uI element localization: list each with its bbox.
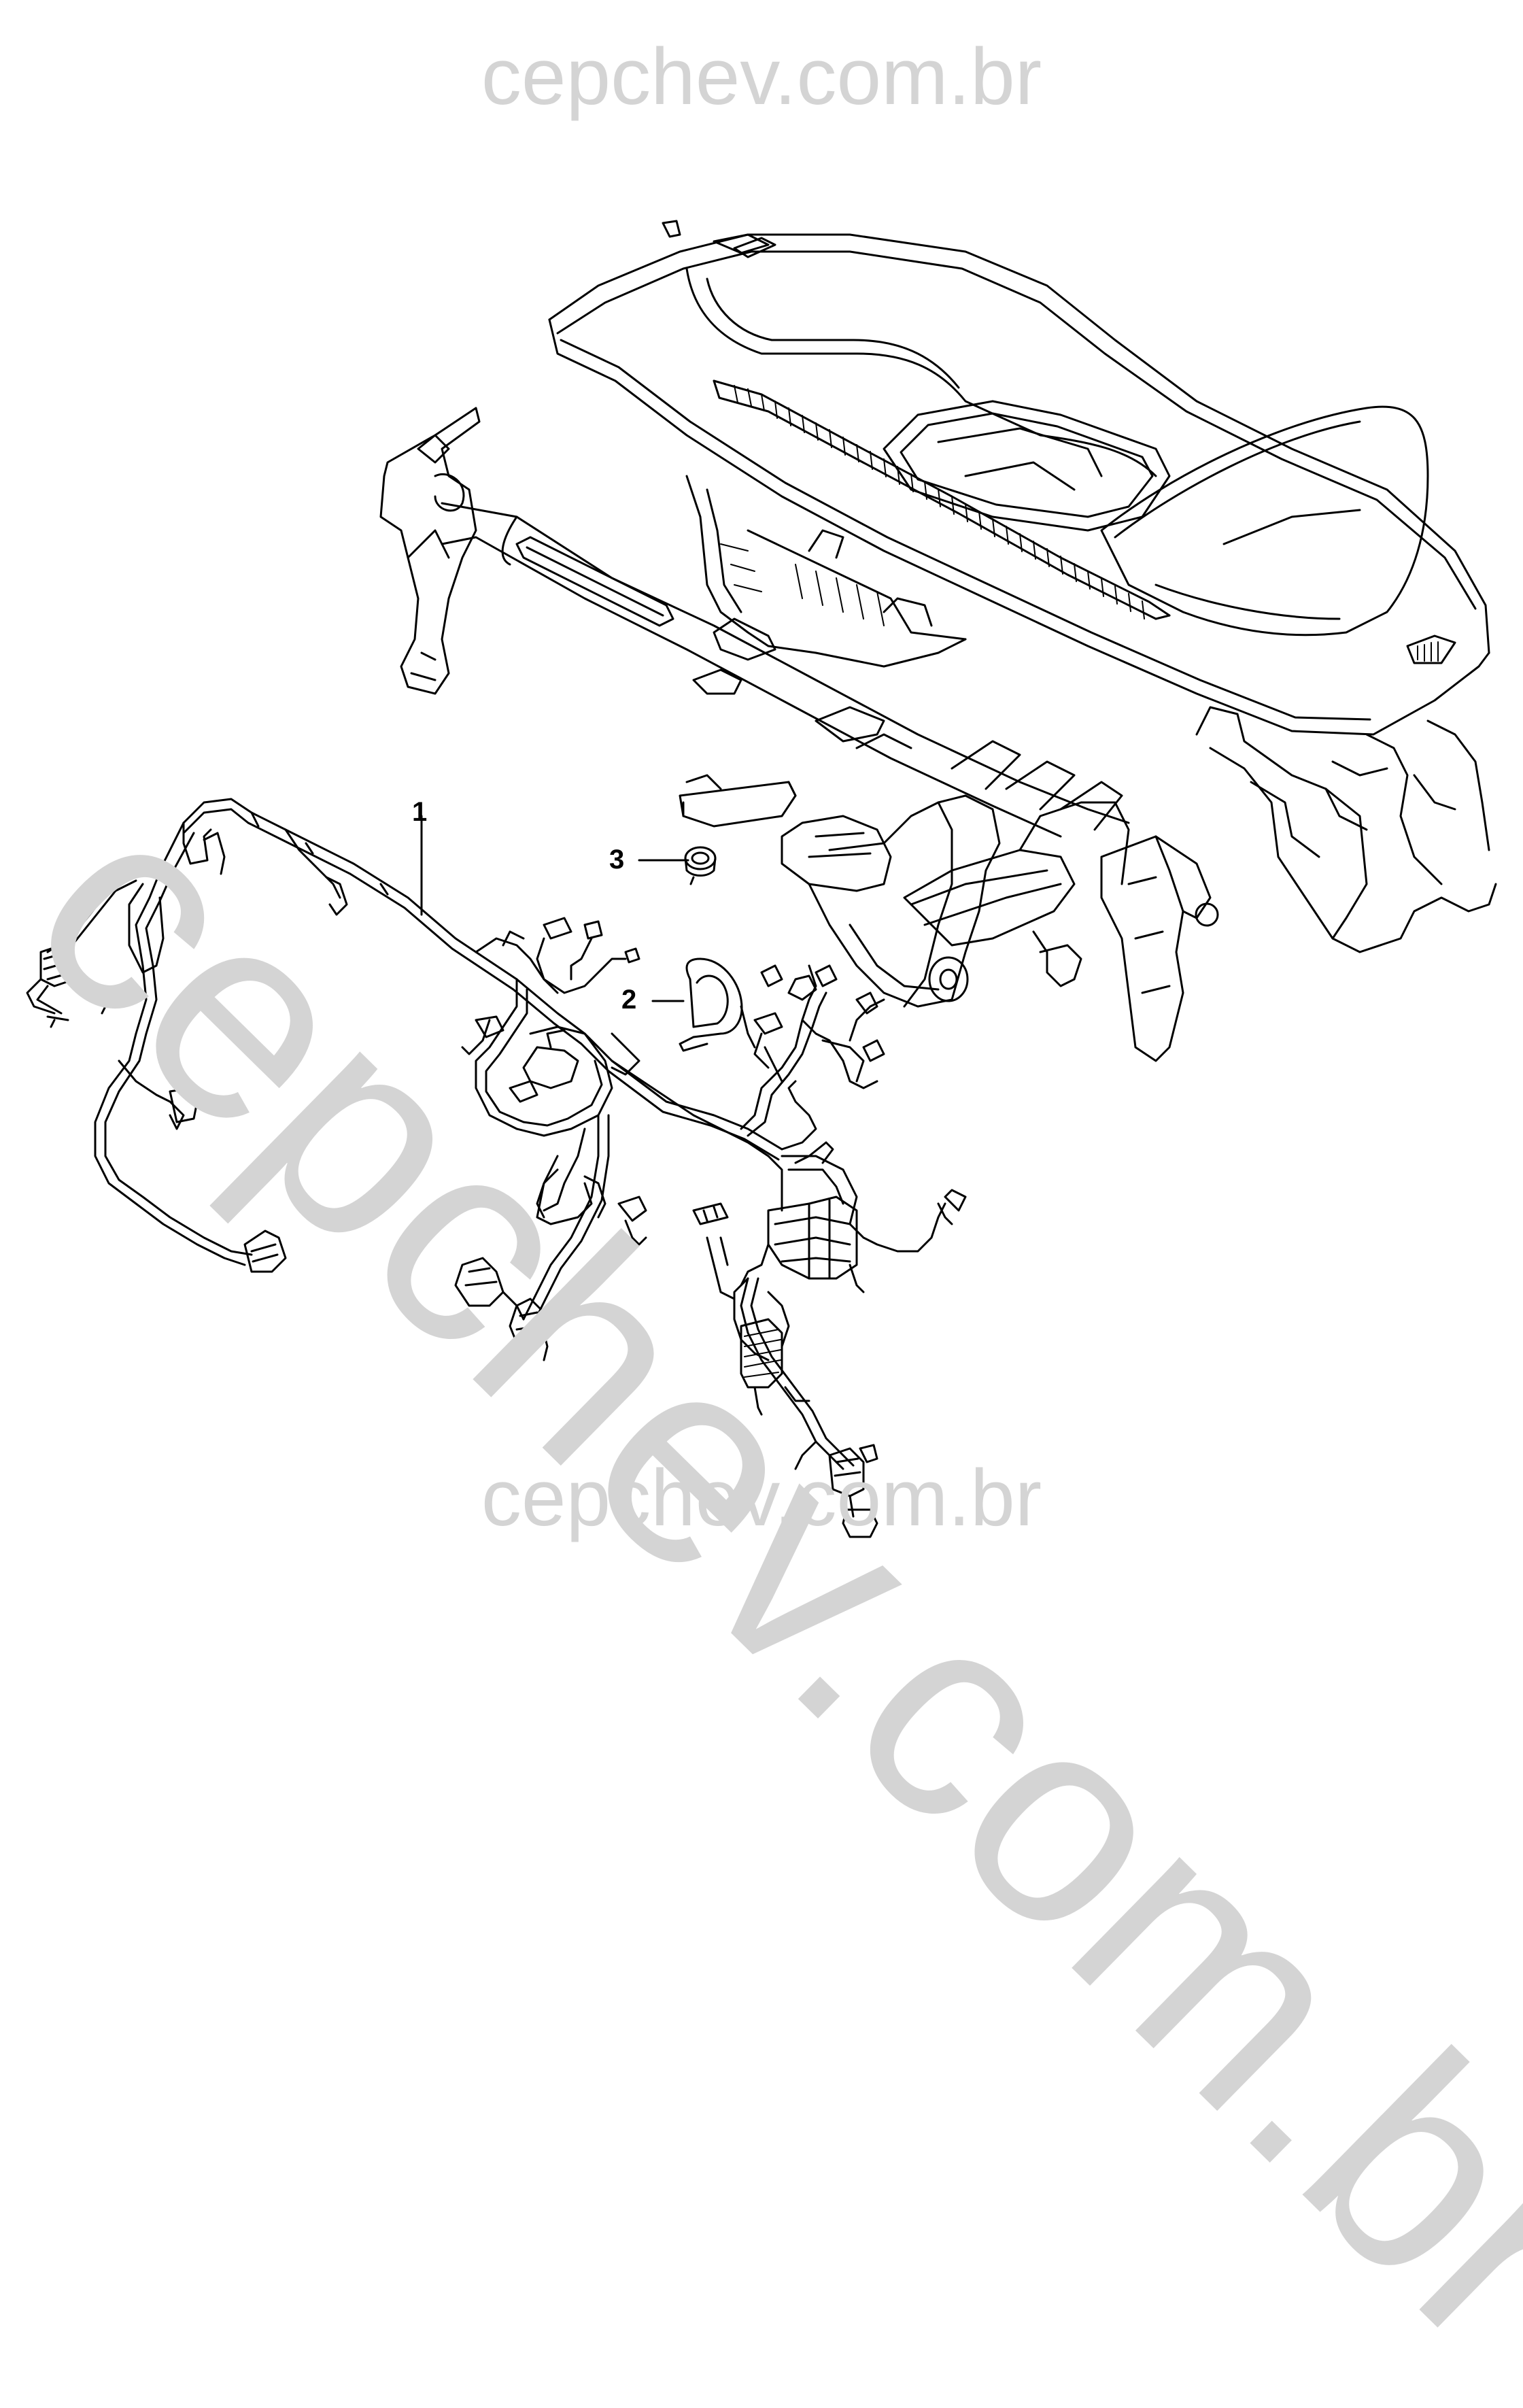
watermark-bottom: cepchev.com.br — [481, 1453, 1042, 1543]
diagram-canvas: cepchev.com.br cepchev.com.br cepchev.co… — [0, 32, 1523, 2408]
part-2-strap — [679, 957, 743, 1052]
leader-lines — [420, 815, 689, 1002]
part-1-wiring-harness — [26, 798, 967, 1538]
instrument-panel — [548, 220, 1497, 953]
cross-car-beam — [379, 407, 1219, 1062]
part-3-nut — [684, 846, 717, 885]
callout-1: 1 — [412, 797, 428, 827]
callout-3: 3 — [609, 845, 625, 875]
parts-illustration — [26, 220, 1497, 1538]
callout-2: 2 — [621, 985, 637, 1015]
watermark-top: cepchev.com.br — [481, 32, 1042, 122]
